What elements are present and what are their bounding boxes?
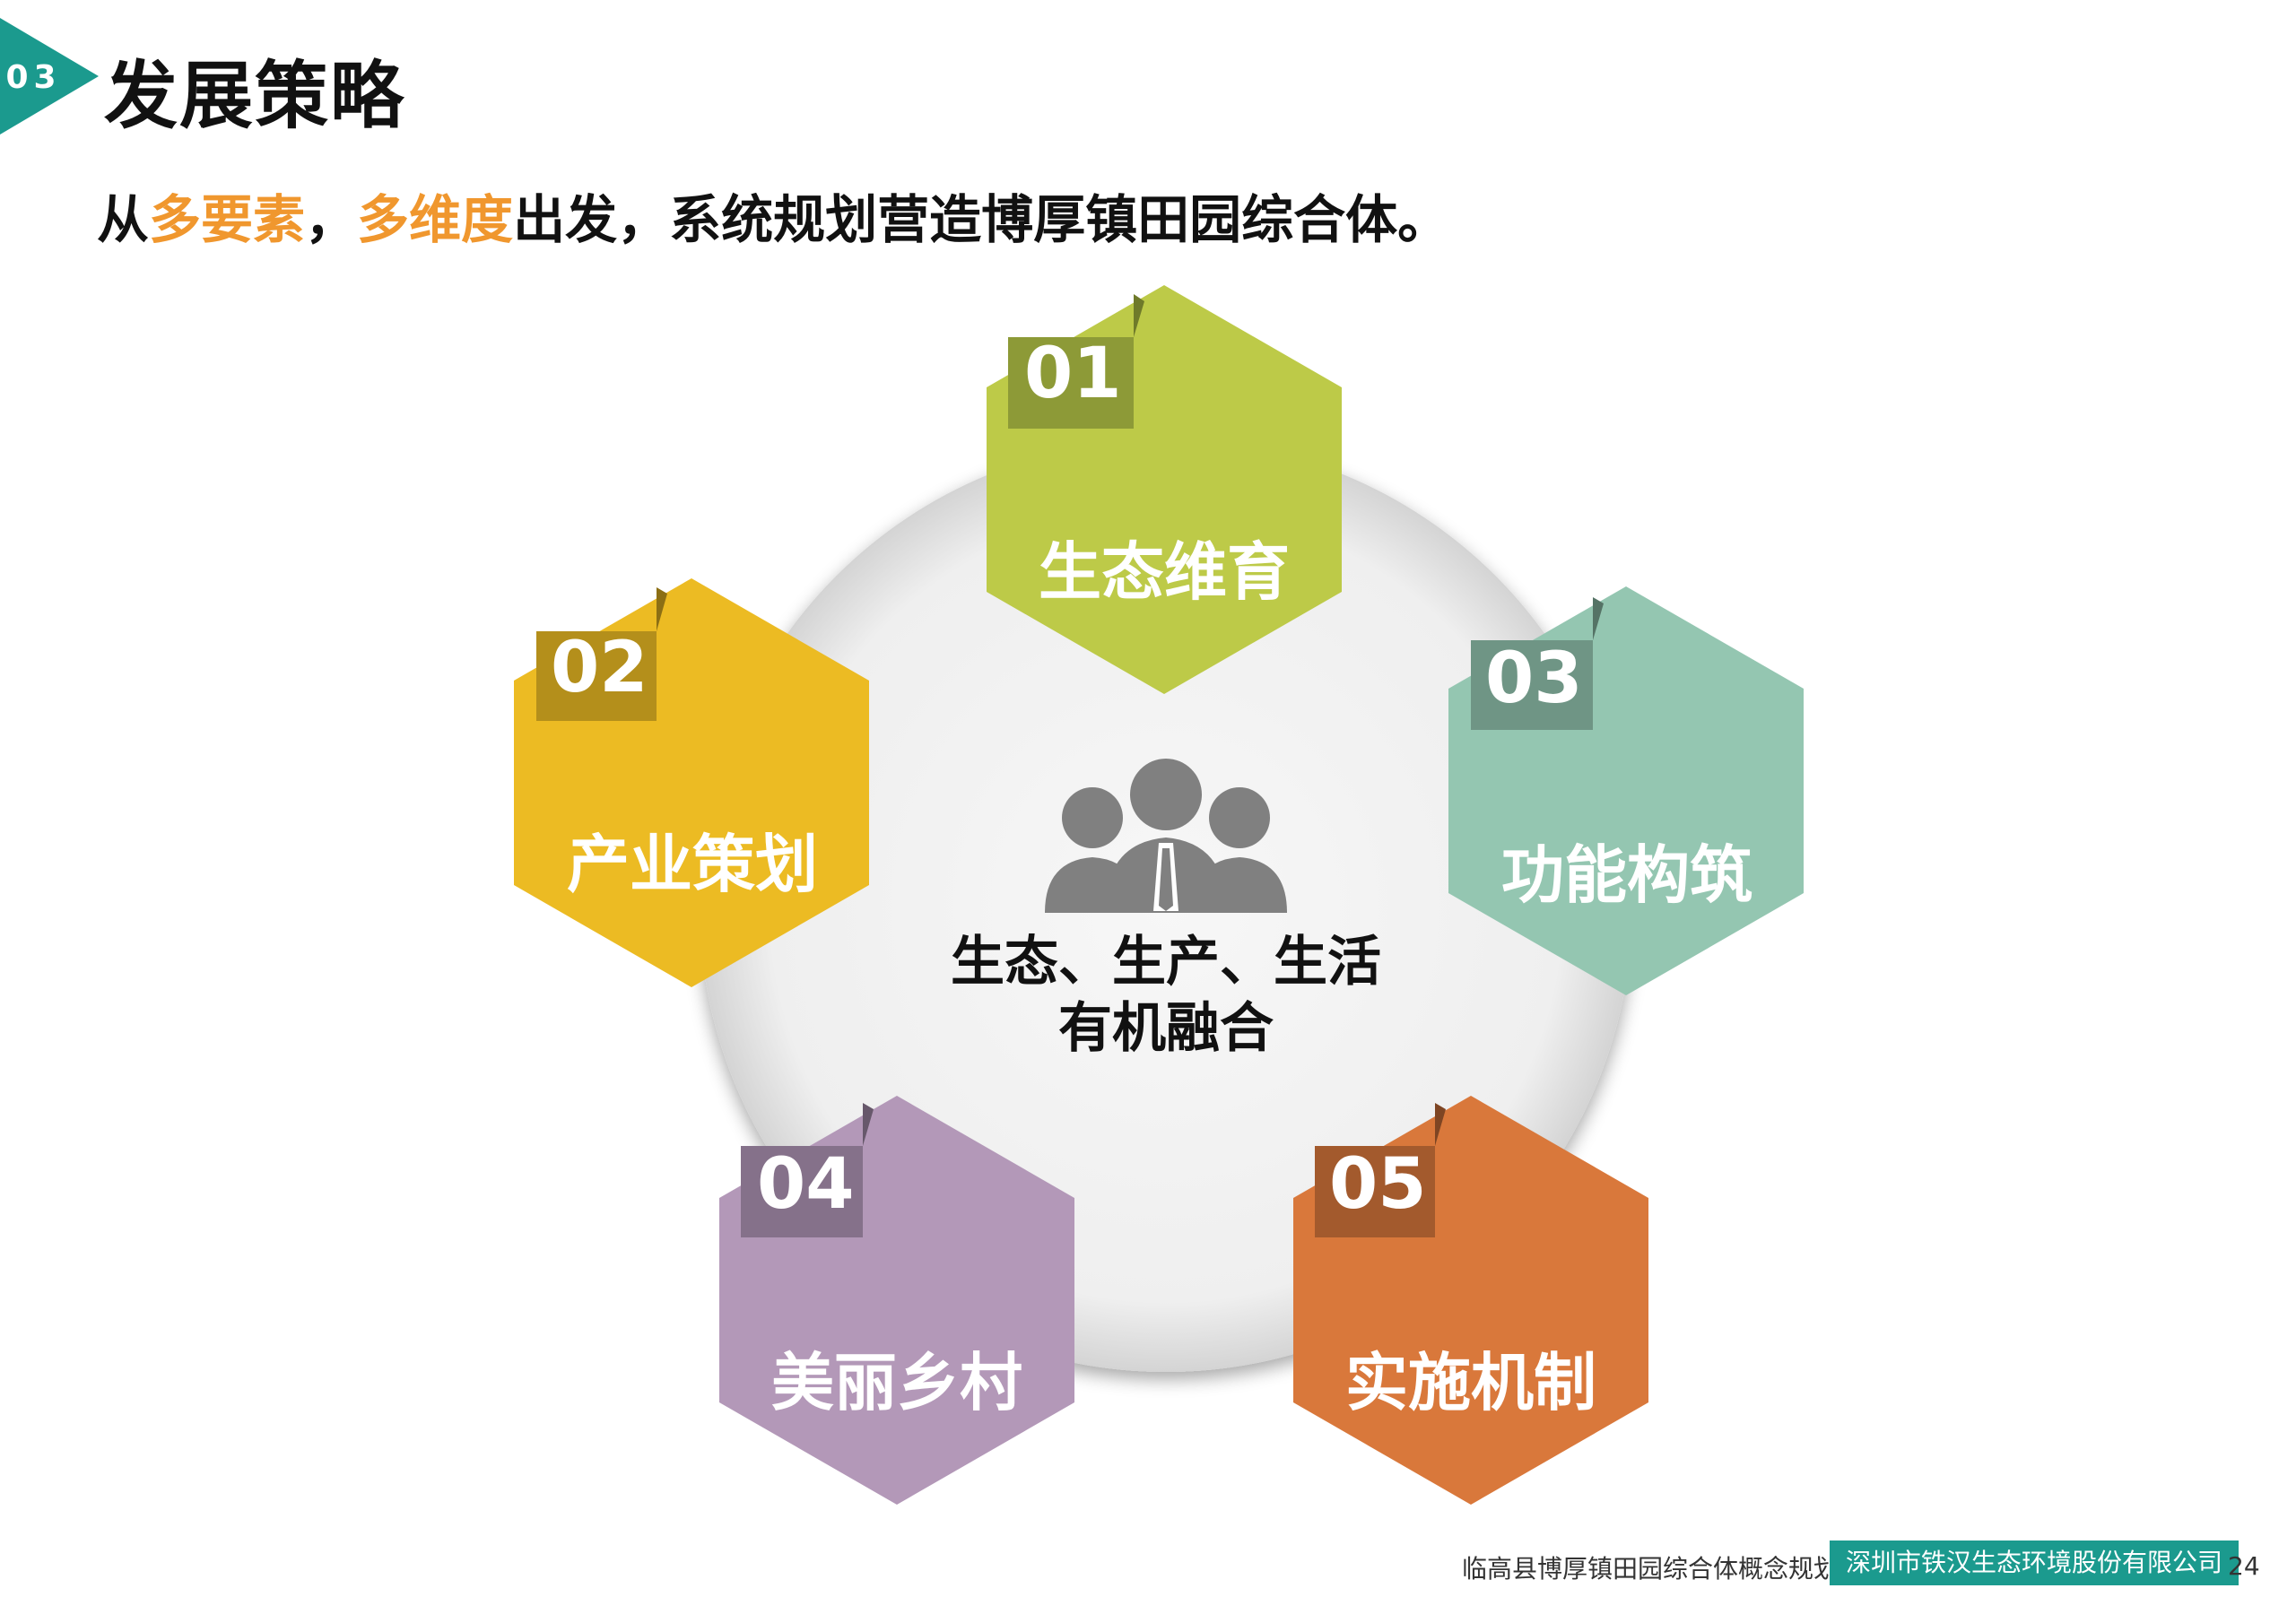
subtitle-highlight1: 多要素: [149, 189, 306, 250]
section-tag: [0, 18, 99, 135]
section-number: 03: [5, 59, 62, 96]
subtitle-highlight2: 多维度: [357, 189, 514, 250]
subtitle-part3: 出发，系统规划营造博厚镇田园综合体。: [513, 189, 1450, 250]
item-label-01: 生态维育: [1039, 535, 1290, 609]
item-label-05: 实施机制: [1345, 1346, 1596, 1419]
item-number-03: 03: [1485, 638, 1583, 719]
hexagon-03: [1448, 586, 1804, 995]
subtitle: 从多要素，多维度出发，系统规划营造博厚镇田园综合体。: [97, 178, 1449, 253]
subtitle-part2: ，: [305, 189, 358, 250]
item-label-04: 美丽乡村: [771, 1346, 1022, 1419]
footer-company: 深圳市铁汉生态环境股份有限公司: [1830, 1541, 2239, 1585]
page-number: 24: [2228, 1551, 2260, 1581]
item-label-02: 产业策划: [567, 828, 818, 901]
hexagon-05: [1293, 1096, 1648, 1505]
item-label-03: 功能构筑: [1501, 838, 1752, 912]
item-number-04: 04: [757, 1144, 855, 1225]
hexagon-01: [987, 285, 1342, 694]
page-title: 发展策略: [104, 54, 406, 139]
item-number-05: 05: [1329, 1144, 1427, 1225]
footer-document-title: 临高县博厚镇田园综合体概念规划: [1462, 1554, 1839, 1584]
center-caption: 生态、生产、生活 有机融合: [897, 929, 1435, 1062]
subtitle-part1: 从: [97, 189, 150, 250]
center-line2: 有机融合: [1058, 997, 1274, 1060]
hexagon-02: [514, 578, 869, 987]
hexagon-04: [719, 1096, 1074, 1505]
item-number-02: 02: [551, 628, 648, 708]
item-number-01: 01: [1024, 334, 1122, 414]
people-group-icon: [1045, 759, 1287, 913]
center-line1: 生态、生产、生活: [951, 931, 1381, 994]
